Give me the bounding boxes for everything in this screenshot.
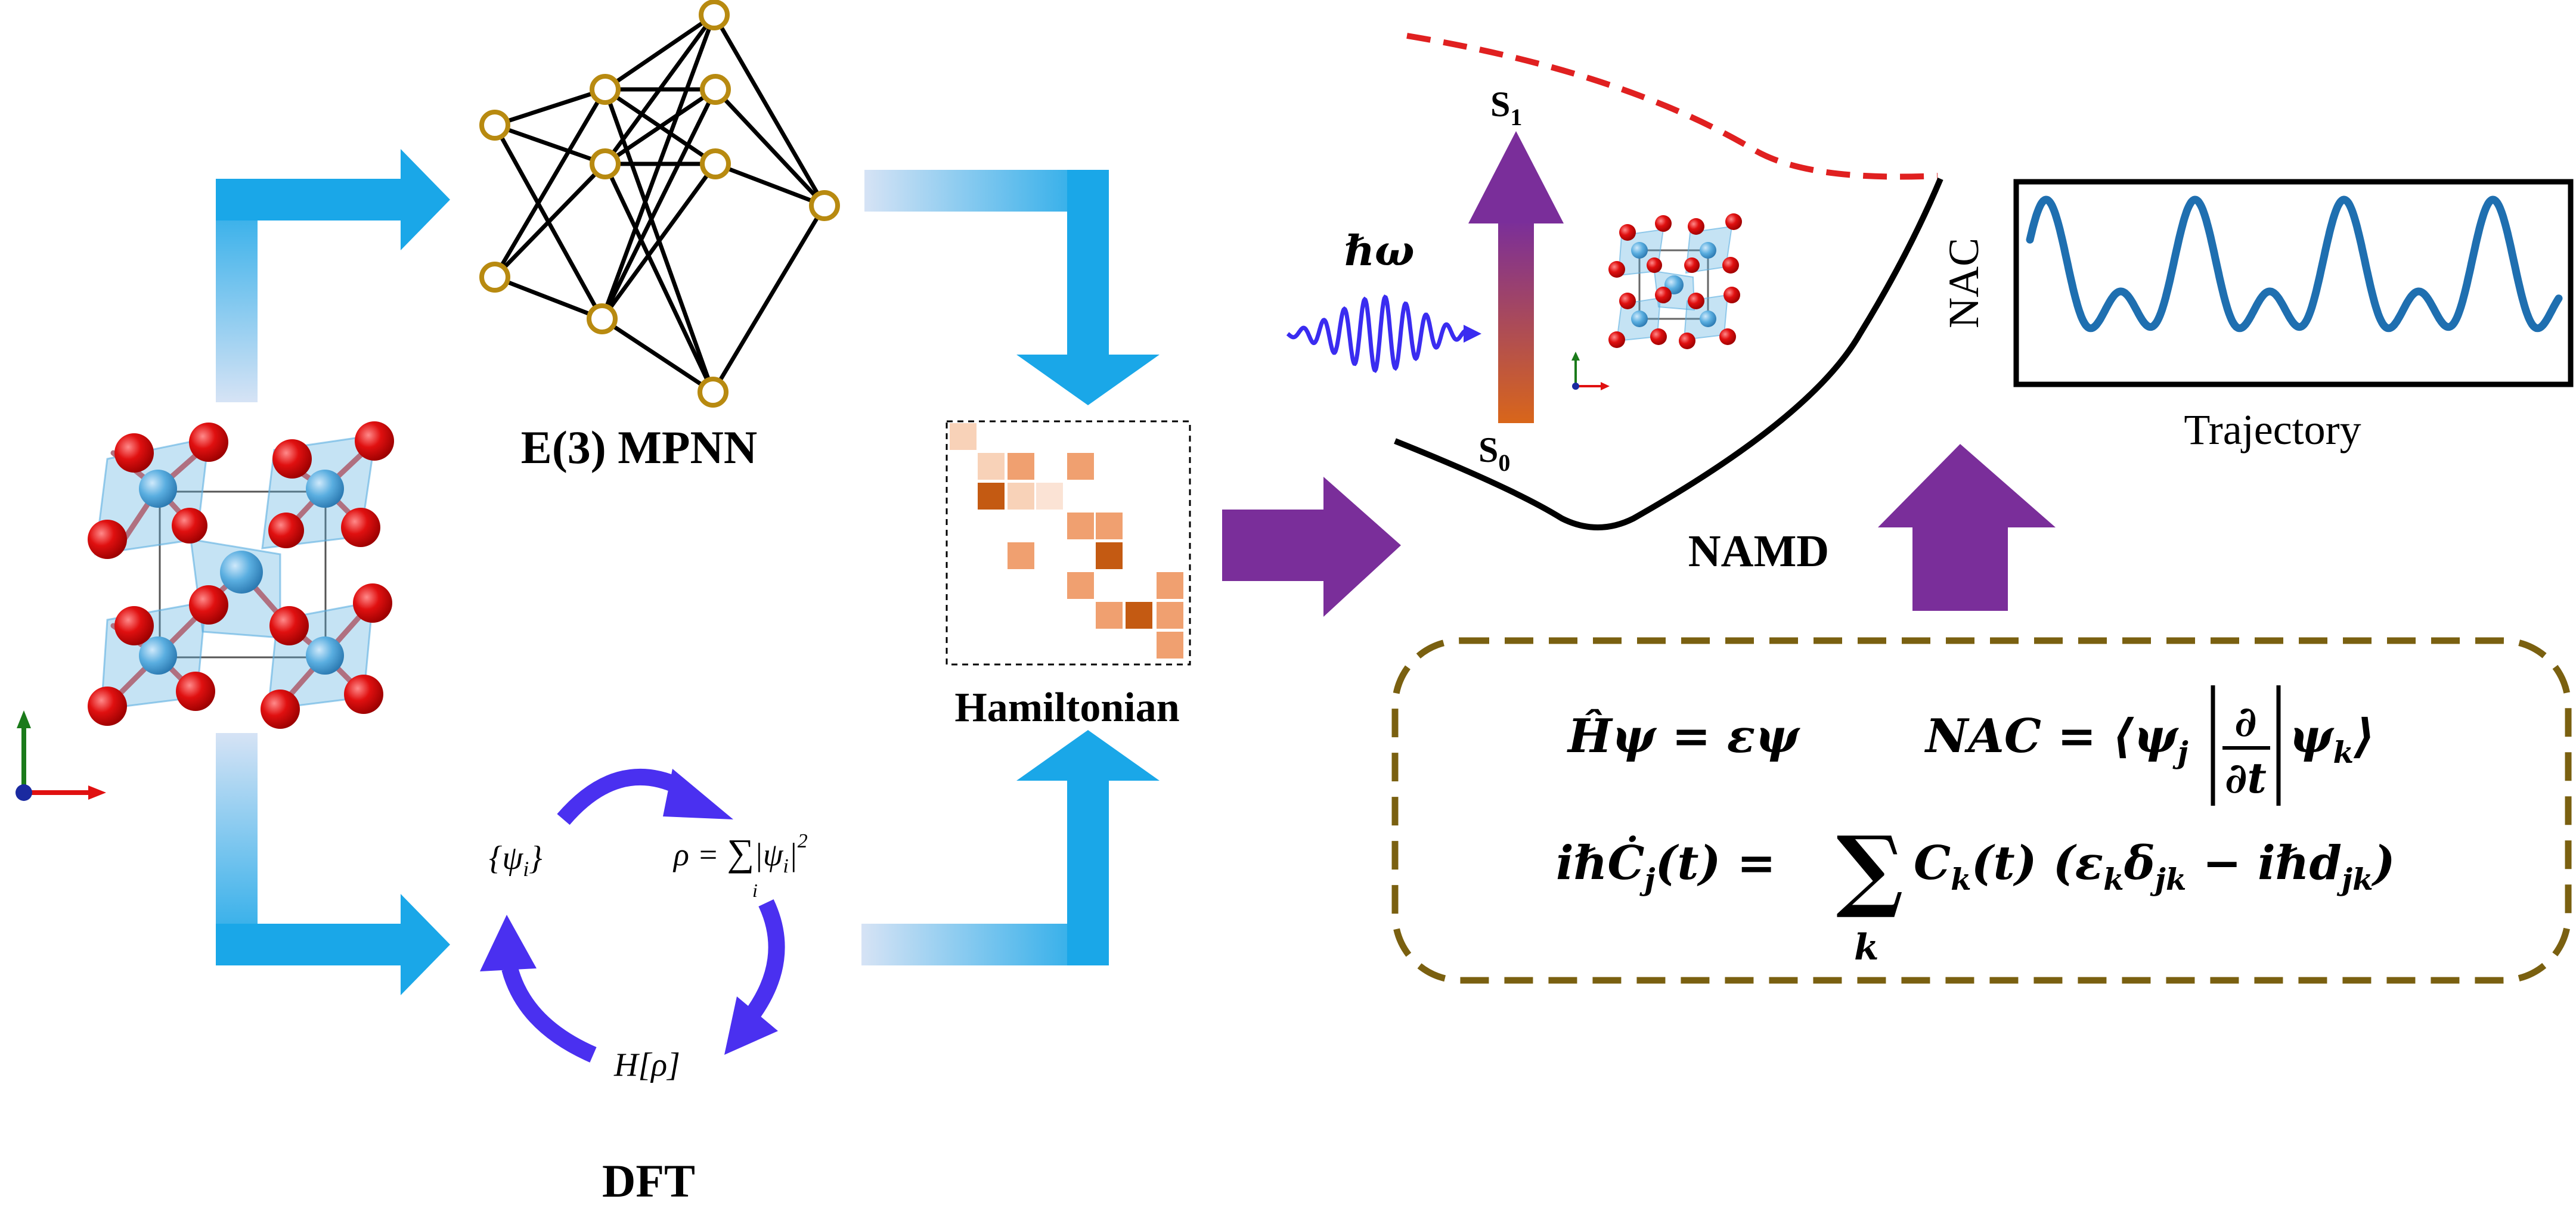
small-axes-icon (1571, 352, 1610, 390)
schrodinger-equation: Ĥψ = εψ (1567, 709, 1800, 763)
mpnn-label: E(3) MPNN (521, 421, 757, 473)
hamiltonian-functional: H[ρ] (613, 1046, 680, 1083)
equation-box (1391, 637, 2572, 984)
density-formula: ρ = ∑|ψi|2 (672, 830, 808, 877)
perovskite-structure-icon (88, 421, 394, 729)
tdse-sum-index: k (1854, 927, 1879, 968)
tdse-sum: ∑ (1836, 816, 1904, 921)
arrow-mpnn-to-hamiltonian (864, 170, 1160, 405)
arrow-to-dft (216, 733, 450, 995)
tdse-equation-lhs: iℏĊj(t) = (1556, 835, 1776, 897)
arrow-dft-to-hamiltonian (861, 730, 1160, 965)
svg-text:∂: ∂ (2234, 697, 2256, 746)
photon-wave-icon (1286, 294, 1481, 373)
hamiltonian-label: Hamiltonian (954, 685, 1179, 731)
hamiltonian-matrix (946, 420, 1191, 666)
potential-energy-curves (1394, 33, 1943, 530)
excitation-arrow (1468, 131, 1564, 423)
nac-derivative: ∂ ∂t (2211, 685, 2281, 806)
namd-label: NAMD (1688, 526, 1829, 576)
nac-equation-ket: ψk⟩ (2289, 709, 2375, 770)
trajectory-label: Trajectory (2184, 406, 2361, 454)
dft-label: DFT (602, 1155, 695, 1205)
psi-set: {ψ (489, 840, 523, 877)
hbar-omega-label: ℏω (1344, 226, 1415, 275)
small-perovskite-icon (1608, 213, 1742, 349)
xyz-axes-icon (16, 710, 106, 801)
svg-text:i: i (752, 880, 758, 901)
svg-text:∂t: ∂t (2225, 753, 2267, 803)
arrow-to-mpnn (216, 149, 450, 402)
tdse-equation-rhs: Ck(t) (εkδjk − iℏdjk) (1914, 836, 2395, 897)
s1-label: S1 (1490, 85, 1522, 131)
neural-network-icon (479, 0, 840, 408)
dft-cycle: {ψi} ρ = ∑|ψi|2 i H[ρ] (480, 768, 808, 1083)
svg-text:{ψi}: {ψi} (489, 840, 543, 881)
arrow-up-to-namd (1878, 444, 2056, 611)
s0-label: S0 (1478, 430, 1510, 476)
arrow-to-namd (1222, 477, 1401, 617)
nac-trajectory-panel (2013, 179, 2574, 387)
nac-axis-label: NAC (1940, 238, 1988, 328)
nac-equation: NAC = ⟨ψj (1924, 709, 2188, 770)
